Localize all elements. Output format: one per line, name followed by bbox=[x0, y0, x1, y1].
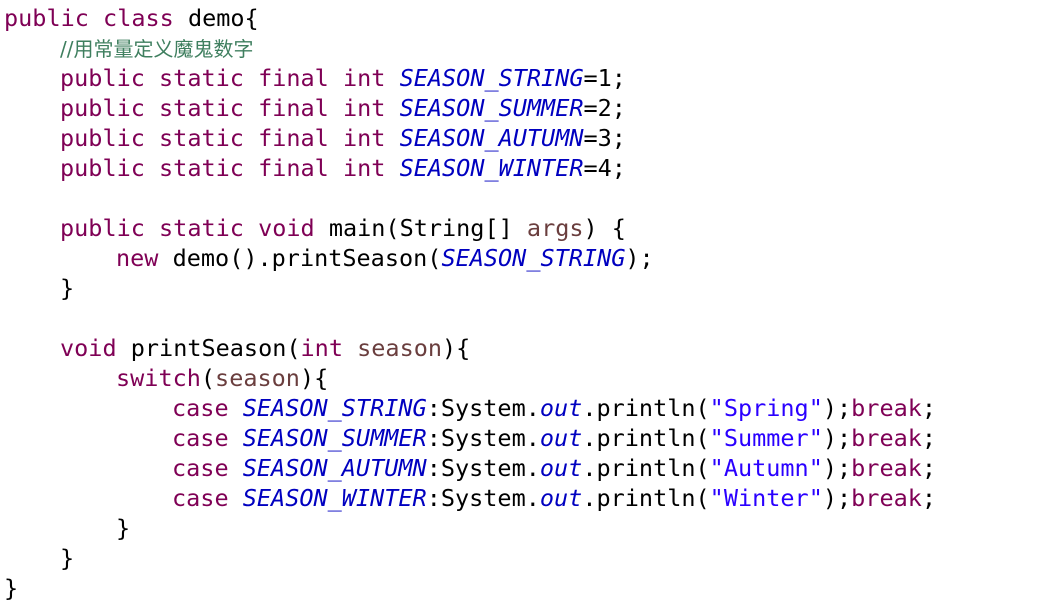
system-ref: :System. bbox=[426, 424, 540, 452]
string-literal: "Spring" bbox=[709, 394, 823, 422]
code-line-case-2: case SEASON_SUMMER:System.out.println("S… bbox=[4, 423, 1040, 453]
call-argument: SEASON_STRING bbox=[441, 244, 626, 272]
out-field: out bbox=[539, 484, 583, 512]
keyword-new: new bbox=[116, 244, 159, 272]
keyword-int: int bbox=[300, 334, 343, 362]
const-modifiers: public static final int bbox=[60, 154, 386, 182]
keyword-case: case bbox=[172, 424, 229, 452]
string-literal: "Autumn" bbox=[709, 454, 823, 482]
code-line-comment: //用常量定义魔鬼数字 bbox=[4, 33, 1040, 63]
paren-open: ( bbox=[200, 364, 216, 392]
method-open-brace: ){ bbox=[442, 334, 471, 362]
string-literal: "Summer" bbox=[709, 424, 823, 452]
keyword-case: case bbox=[172, 394, 229, 422]
code-line-class-close: } bbox=[4, 573, 1040, 603]
close-brace: } bbox=[116, 514, 131, 542]
main-open-brace: ) { bbox=[583, 214, 626, 242]
const-modifiers: public static final int bbox=[60, 94, 386, 122]
method-param: season bbox=[357, 334, 443, 362]
println-call: .println( bbox=[582, 484, 710, 512]
code-line-method-close: } bbox=[4, 543, 1040, 573]
semicolon: ; bbox=[921, 394, 937, 422]
const-name: SEASON_WINTER bbox=[399, 154, 584, 182]
keyword-public: public bbox=[4, 4, 89, 32]
code-line-const-3: public static final int SEASON_AUTUMN=3; bbox=[4, 123, 1040, 153]
keyword-switch: switch bbox=[116, 364, 201, 392]
keyword-case: case bbox=[172, 454, 229, 482]
code-line-const-2: public static final int SEASON_SUMMER=2; bbox=[4, 93, 1040, 123]
keyword-break: break bbox=[851, 454, 922, 482]
code-line-main-call: new demo().printSeason(SEASON_STRING); bbox=[4, 243, 1040, 273]
println-call: .println( bbox=[582, 424, 710, 452]
close-brace: } bbox=[4, 574, 19, 602]
main-modifiers: public static void bbox=[60, 214, 315, 242]
code-line-main-close: } bbox=[4, 273, 1040, 303]
const-value: =3; bbox=[583, 124, 626, 152]
semicolon: ; bbox=[921, 484, 937, 512]
const-value: =2; bbox=[583, 94, 626, 122]
call-end: ); bbox=[822, 424, 852, 452]
out-field: out bbox=[539, 454, 583, 482]
call-expression: demo().printSeason( bbox=[172, 244, 442, 272]
close-brace: } bbox=[60, 274, 75, 302]
println-call: .println( bbox=[582, 454, 710, 482]
const-value: =1; bbox=[583, 64, 626, 92]
keyword-class: class bbox=[103, 4, 174, 32]
code-line-main-decl: public static void main(String[] args) { bbox=[4, 213, 1040, 243]
out-field: out bbox=[539, 424, 583, 452]
const-modifiers: public static final int bbox=[60, 64, 386, 92]
close-brace: } bbox=[60, 544, 75, 572]
const-name: SEASON_STRING bbox=[399, 64, 584, 92]
system-ref: :System. bbox=[426, 484, 540, 512]
case-constant: SEASON_STRING bbox=[242, 394, 427, 422]
case-constant: SEASON_WINTER bbox=[242, 484, 427, 512]
code-line-switch: switch(season){ bbox=[4, 363, 1040, 393]
semicolon: ; bbox=[921, 454, 937, 482]
call-end: ); bbox=[822, 484, 852, 512]
call-end: ); bbox=[625, 244, 654, 272]
code-line-case-3: case SEASON_AUTUMN:System.out.println("A… bbox=[4, 453, 1040, 483]
out-field: out bbox=[539, 394, 583, 422]
main-param: args bbox=[526, 214, 584, 242]
main-signature: main(String[] bbox=[328, 214, 513, 242]
code-line-blank bbox=[4, 183, 1040, 213]
case-constant: SEASON_AUTUMN bbox=[242, 454, 427, 482]
println-call: .println( bbox=[582, 394, 710, 422]
method-name: printSeason( bbox=[130, 334, 301, 362]
const-name: SEASON_SUMMER bbox=[399, 94, 584, 122]
keyword-break: break bbox=[851, 394, 922, 422]
code-line-blank bbox=[4, 303, 1040, 333]
call-end: ); bbox=[822, 454, 852, 482]
switch-open-brace: ){ bbox=[299, 364, 329, 392]
code-comment: //用常量定义魔鬼数字 bbox=[60, 37, 254, 61]
case-constant: SEASON_SUMMER bbox=[242, 424, 427, 452]
keyword-case: case bbox=[172, 484, 229, 512]
code-line-const-4: public static final int SEASON_WINTER=4; bbox=[4, 153, 1040, 183]
code-line-class-decl: public class demo{ bbox=[4, 3, 1040, 33]
semicolon: ; bbox=[921, 424, 937, 452]
code-line-case-1: case SEASON_STRING:System.out.println("S… bbox=[4, 393, 1040, 423]
const-name: SEASON_AUTUMN bbox=[399, 124, 584, 152]
code-line-case-4: case SEASON_WINTER:System.out.println("W… bbox=[4, 483, 1040, 513]
code-line-print-decl: void printSeason(int season){ bbox=[4, 333, 1040, 363]
keyword-break: break bbox=[851, 484, 922, 512]
keyword-break: break bbox=[851, 424, 922, 452]
string-literal: "Winter" bbox=[709, 484, 823, 512]
class-name: demo{ bbox=[187, 4, 259, 32]
keyword-void: void bbox=[60, 334, 117, 362]
code-line-switch-close: } bbox=[4, 513, 1040, 543]
const-value: =4; bbox=[583, 154, 626, 182]
system-ref: :System. bbox=[426, 394, 540, 422]
switch-variable: season bbox=[215, 364, 300, 392]
call-end: ); bbox=[822, 394, 852, 422]
system-ref: :System. bbox=[426, 454, 540, 482]
const-modifiers: public static final int bbox=[60, 124, 386, 152]
code-line-const-1: public static final int SEASON_STRING=1; bbox=[4, 63, 1040, 93]
